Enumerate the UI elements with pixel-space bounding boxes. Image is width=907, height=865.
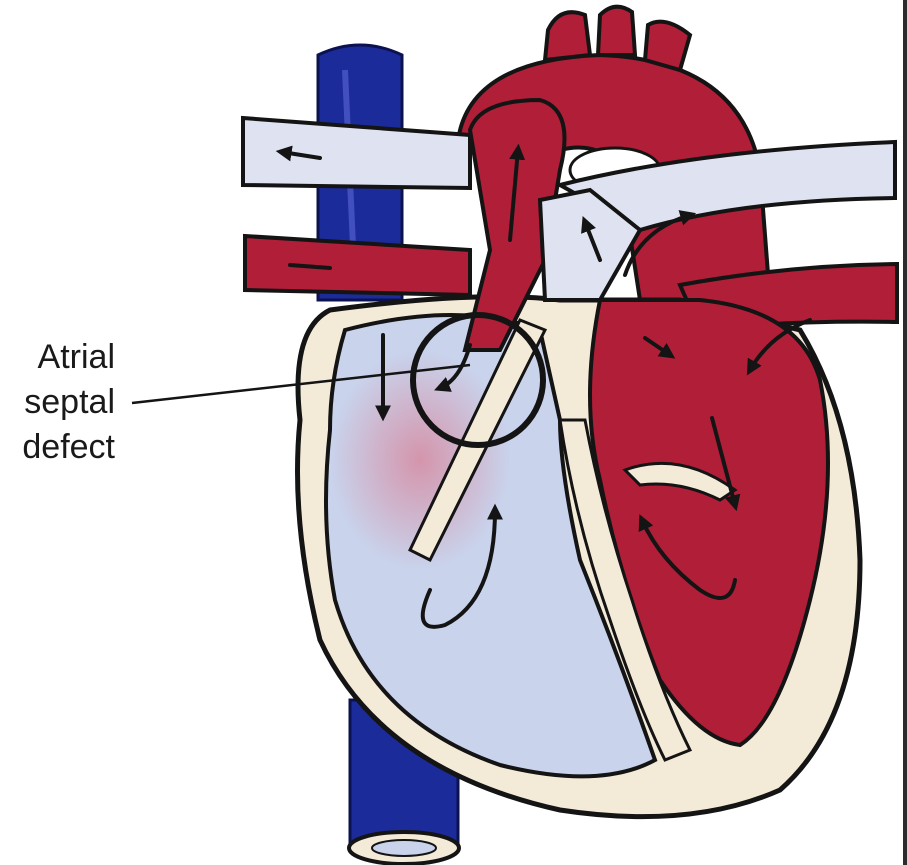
- label-line-3: defect: [22, 428, 115, 466]
- atrial-septum: [408, 318, 548, 563]
- left-heart-chambers: [588, 298, 830, 748]
- atrial-septal-defect-label: Atrial septal defect: [22, 338, 115, 466]
- label-line-2: septal: [24, 383, 115, 421]
- pulmonary-arteries: [241, 115, 897, 233]
- defect-highlight-circle: [410, 312, 546, 448]
- image-border: [903, 0, 907, 865]
- label-line-1: Atrial: [38, 338, 115, 376]
- flow-arrows: [275, 143, 812, 629]
- label-leader-line: [131, 363, 471, 405]
- pulmonary-trunk: [462, 97, 643, 352]
- ventricular-septum: [558, 418, 693, 762]
- right-heart-chambers: [324, 313, 658, 779]
